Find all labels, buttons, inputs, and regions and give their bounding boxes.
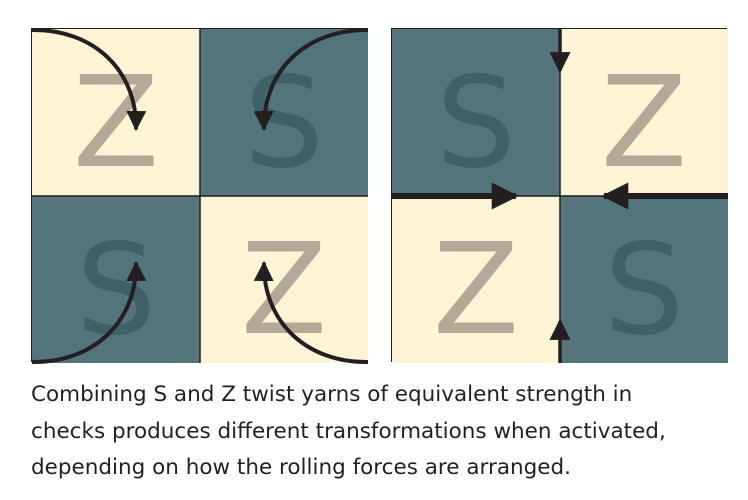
right-cell-letter-bottom-left: Z	[433, 216, 519, 363]
left-cell-letter-top-right: S	[244, 49, 324, 196]
right-cell-top-right	[560, 29, 728, 196]
caption-line-1: Combining S and Z twist yarns of equival…	[31, 382, 633, 407]
left-cell-top-left	[32, 29, 200, 196]
right-cell-bottom-left	[392, 196, 560, 363]
left-cell-letter-top-left: Z	[73, 49, 159, 196]
left-checker-panel: Z S S Z	[31, 27, 369, 365]
curved-arrow-bottom-left-icon	[31, 261, 147, 365]
caption-line-3: depending on how the rolling forces are …	[31, 455, 571, 480]
left-cell-bottom-right	[200, 196, 368, 363]
right-cell-bottom-right	[560, 196, 728, 363]
right-cell-letter-top-left: S	[436, 49, 516, 196]
right-cell-letter-bottom-right: S	[604, 216, 684, 363]
curved-arrow-top-right-icon	[253, 27, 369, 131]
left-cell-letter-bottom-left: S	[76, 216, 156, 363]
right-checker-diagram: S Z Z S	[392, 29, 728, 363]
right-checker-panel: S Z Z S	[391, 28, 728, 363]
left-checker-diagram: Z S S Z	[31, 27, 369, 365]
right-cell-letter-top-right: Z	[601, 49, 687, 196]
right-cell-top-left	[392, 29, 560, 196]
curved-arrow-bottom-right-icon	[253, 261, 369, 365]
curved-arrow-top-left-icon	[31, 27, 147, 131]
caption-line-2: checks produces different transformation…	[31, 418, 666, 444]
left-cell-top-right	[200, 29, 368, 196]
figure-caption: Combining S and Z twist yarns of equival…	[31, 377, 731, 487]
left-cell-bottom-left	[32, 196, 200, 363]
left-cell-letter-bottom-right: Z	[241, 216, 327, 363]
